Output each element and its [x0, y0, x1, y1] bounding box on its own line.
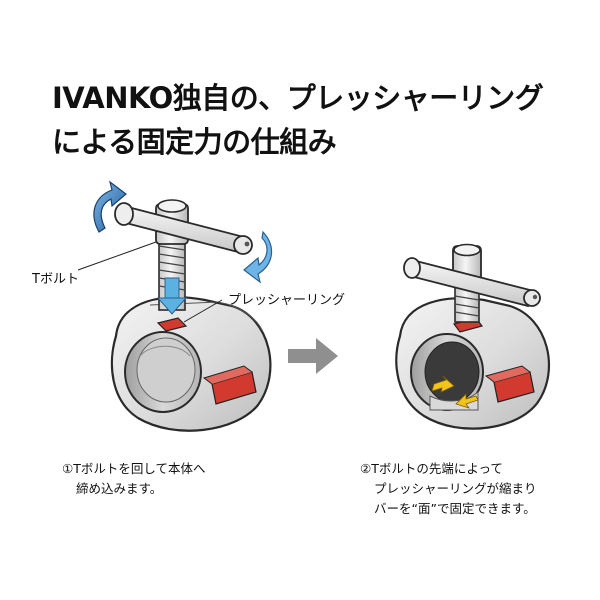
- pressure-ring-side: [211, 371, 257, 405]
- caption-step-2-line-2: プレッシャーリングが縮まり: [374, 481, 537, 496]
- pressure-ring-label: プレッシャーリング: [228, 293, 346, 308]
- t-bolt-label: Tボルト: [32, 272, 79, 287]
- title-line-1: IVANKO独自の、プレッシャーリング: [52, 81, 544, 115]
- title-line-2: による固定力の仕組み: [52, 125, 337, 159]
- caption-step-1-line-1: ①Tボルトを回して本体へ: [62, 461, 206, 476]
- t-bolt-leader: [77, 241, 157, 271]
- pressure-ring-side-after: [493, 371, 535, 403]
- caption-step-1-line-2: 締め込みます。: [76, 481, 163, 496]
- rotate-arrow-right: [243, 230, 272, 284]
- collar-before: [110, 296, 272, 432]
- caption-step-2-line-1: ②Tボルトの先端によって: [360, 461, 503, 476]
- progress-arrow: [288, 338, 338, 374]
- pressure-ring-top: [156, 317, 188, 332]
- push-arrow: [156, 277, 188, 315]
- pressure-ring-leader: [183, 299, 223, 323]
- caption-step-2: ②Tボルトの先端によって プレッシャーリングが縮まり バーを“面”で固定できます…: [360, 459, 537, 519]
- collar-after: [395, 297, 551, 430]
- caption-step-2-line-3: バーを“面”で固定できます。: [374, 501, 536, 516]
- page-title: IVANKO独自の、プレッシャーリング による固定力の仕組み: [52, 76, 544, 164]
- t-bolt-after: [403, 243, 541, 323]
- rotate-arrow-left: [93, 180, 127, 233]
- caption-step-1: ①Tボルトを回して本体へ 締め込みます。: [62, 459, 205, 499]
- squeeze-arrow-1: [431, 375, 455, 393]
- squeeze-arrow-2: [455, 393, 479, 409]
